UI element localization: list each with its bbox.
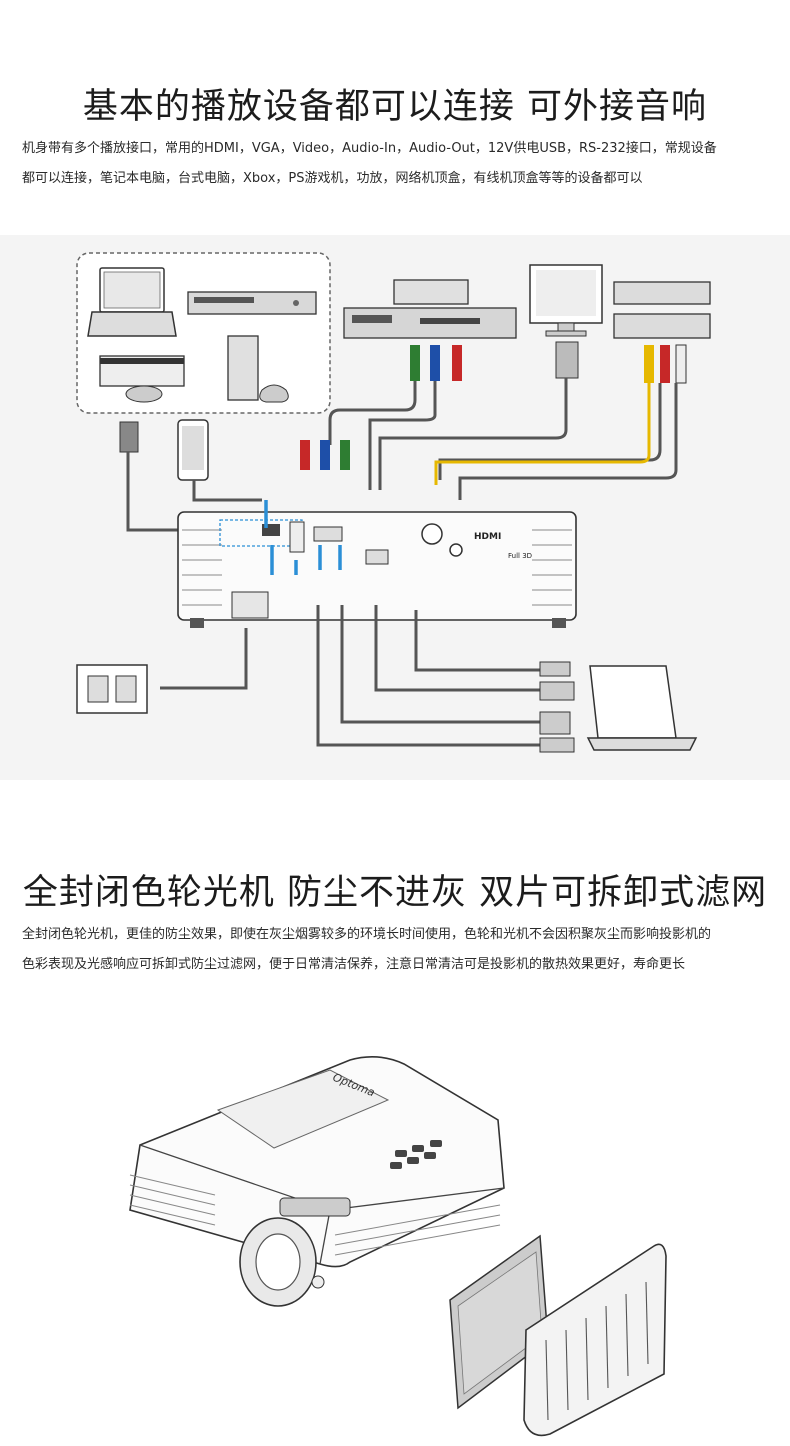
section1-desc-line2: 都可以连接，笔记本电脑，台式电脑，Xbox，PS游戏机，功放，网络机顶盒，有线机… xyxy=(22,171,643,186)
zoom-slider-icon xyxy=(279,1197,351,1217)
projector-rca-plugs-icon xyxy=(300,440,350,470)
keypad-icon xyxy=(390,1140,442,1169)
full3d-badge: Full 3D xyxy=(508,552,532,560)
section2-desc-line1: 全封闭色轮光机，更佳的防尘效果，即使在灰尘烟雾较多的环境长时间使用，色轮和光机不… xyxy=(22,927,712,942)
set-top-box-icon xyxy=(393,279,469,305)
section1-title: 基本的播放设备都可以连接 可外接音响 xyxy=(82,87,708,127)
wall-outlet-icon xyxy=(76,664,148,714)
laptop-right-icon xyxy=(586,665,698,751)
monitor-icon xyxy=(529,264,603,337)
xbox-console-icon xyxy=(99,355,185,403)
section1-desc-line1: 机身带有多个播放接口，常用的HDMI，VGA，Video，Audio-In，Au… xyxy=(22,141,717,156)
laptop-icon xyxy=(87,267,177,337)
audio-rca-plugs-icon xyxy=(644,344,687,384)
section2-title: 全封闭色轮光机 防尘不进灰 双片可拆卸式滤网 xyxy=(22,873,768,913)
amplifier-stack-icon xyxy=(613,281,711,339)
projector-body xyxy=(129,1056,505,1307)
section2-desc-line2: 色彩表现及光感响应可拆卸式防尘过滤网，便于日常清洁保养，注意日常清洁可是投影机的… xyxy=(22,957,686,972)
connection-diagram: HDMI Full 3D xyxy=(0,235,790,780)
av-receiver-icon xyxy=(343,307,517,339)
hdmi-badge: HDMI xyxy=(474,532,501,542)
projector-rear-panel xyxy=(177,511,577,628)
playstation-console-icon xyxy=(227,335,289,403)
hdmi-plug-icon xyxy=(119,421,139,453)
vga-plug-icon xyxy=(555,341,579,379)
component-rca-plugs-icon xyxy=(410,345,462,381)
dvd-player-icon xyxy=(187,291,317,315)
smartphone-icon xyxy=(177,419,209,481)
filter-cover-panel xyxy=(523,1243,667,1437)
projector-filter-illustration: Optoma xyxy=(100,1040,700,1440)
